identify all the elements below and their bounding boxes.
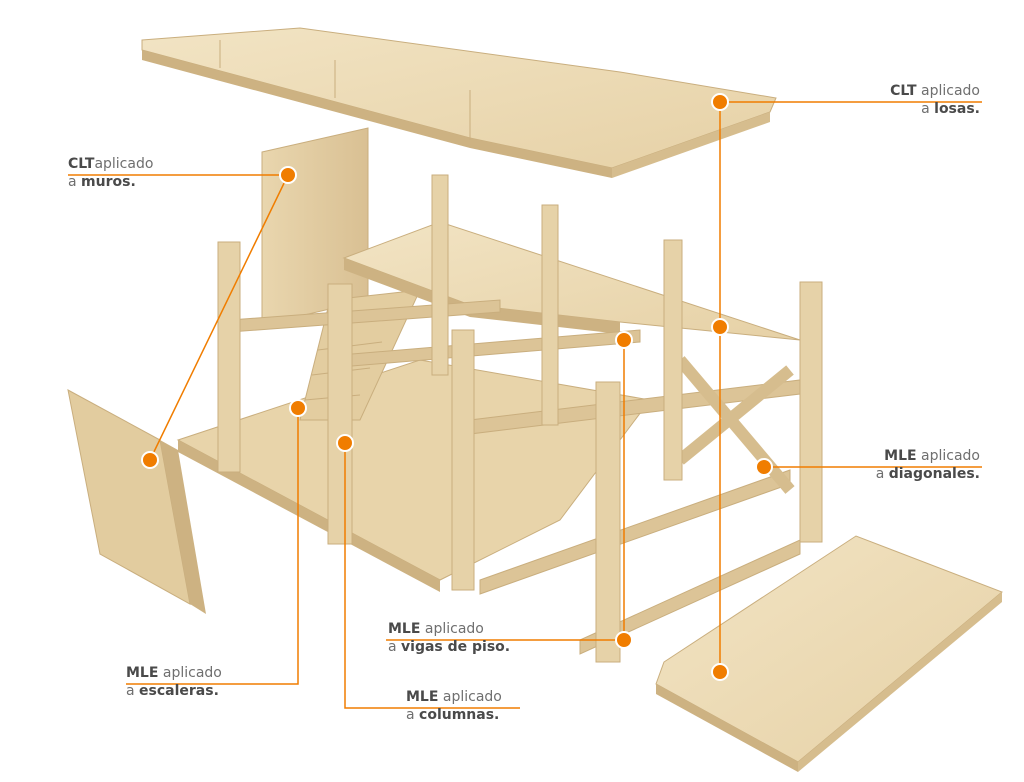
marker-vigas-top	[615, 331, 633, 349]
marker-losas-bottom	[711, 663, 729, 681]
callout-losas: CLT aplicado a losas.	[890, 83, 980, 117]
marker-diagonales	[755, 458, 773, 476]
mid-slab	[342, 221, 801, 341]
callout-diagonales: MLE aplicado a diagonales.	[875, 448, 980, 482]
marker-losas-mid	[711, 318, 729, 336]
detached-wall-panel	[67, 389, 206, 614]
top-slab	[141, 27, 777, 178]
callout-vigas: MLE aplicado a vigas de piso.	[388, 621, 511, 655]
callout-muros: CLTaplicado a muros.	[68, 156, 154, 190]
marker-columnas	[336, 434, 354, 452]
marker-muros-panel	[141, 451, 159, 469]
marker-losas	[711, 93, 729, 111]
marker-muros	[279, 166, 297, 184]
marker-vigas	[615, 631, 633, 649]
callout-escaleras: MLE aplicado a escaleras.	[126, 665, 222, 699]
diagonal-braces	[675, 356, 795, 494]
callout-columnas: MLE aplicado a columnas.	[406, 689, 502, 723]
marker-escaleras	[289, 399, 307, 417]
callout-markers	[141, 93, 773, 681]
columns	[217, 174, 823, 663]
detached-floor-panel	[655, 535, 1003, 772]
